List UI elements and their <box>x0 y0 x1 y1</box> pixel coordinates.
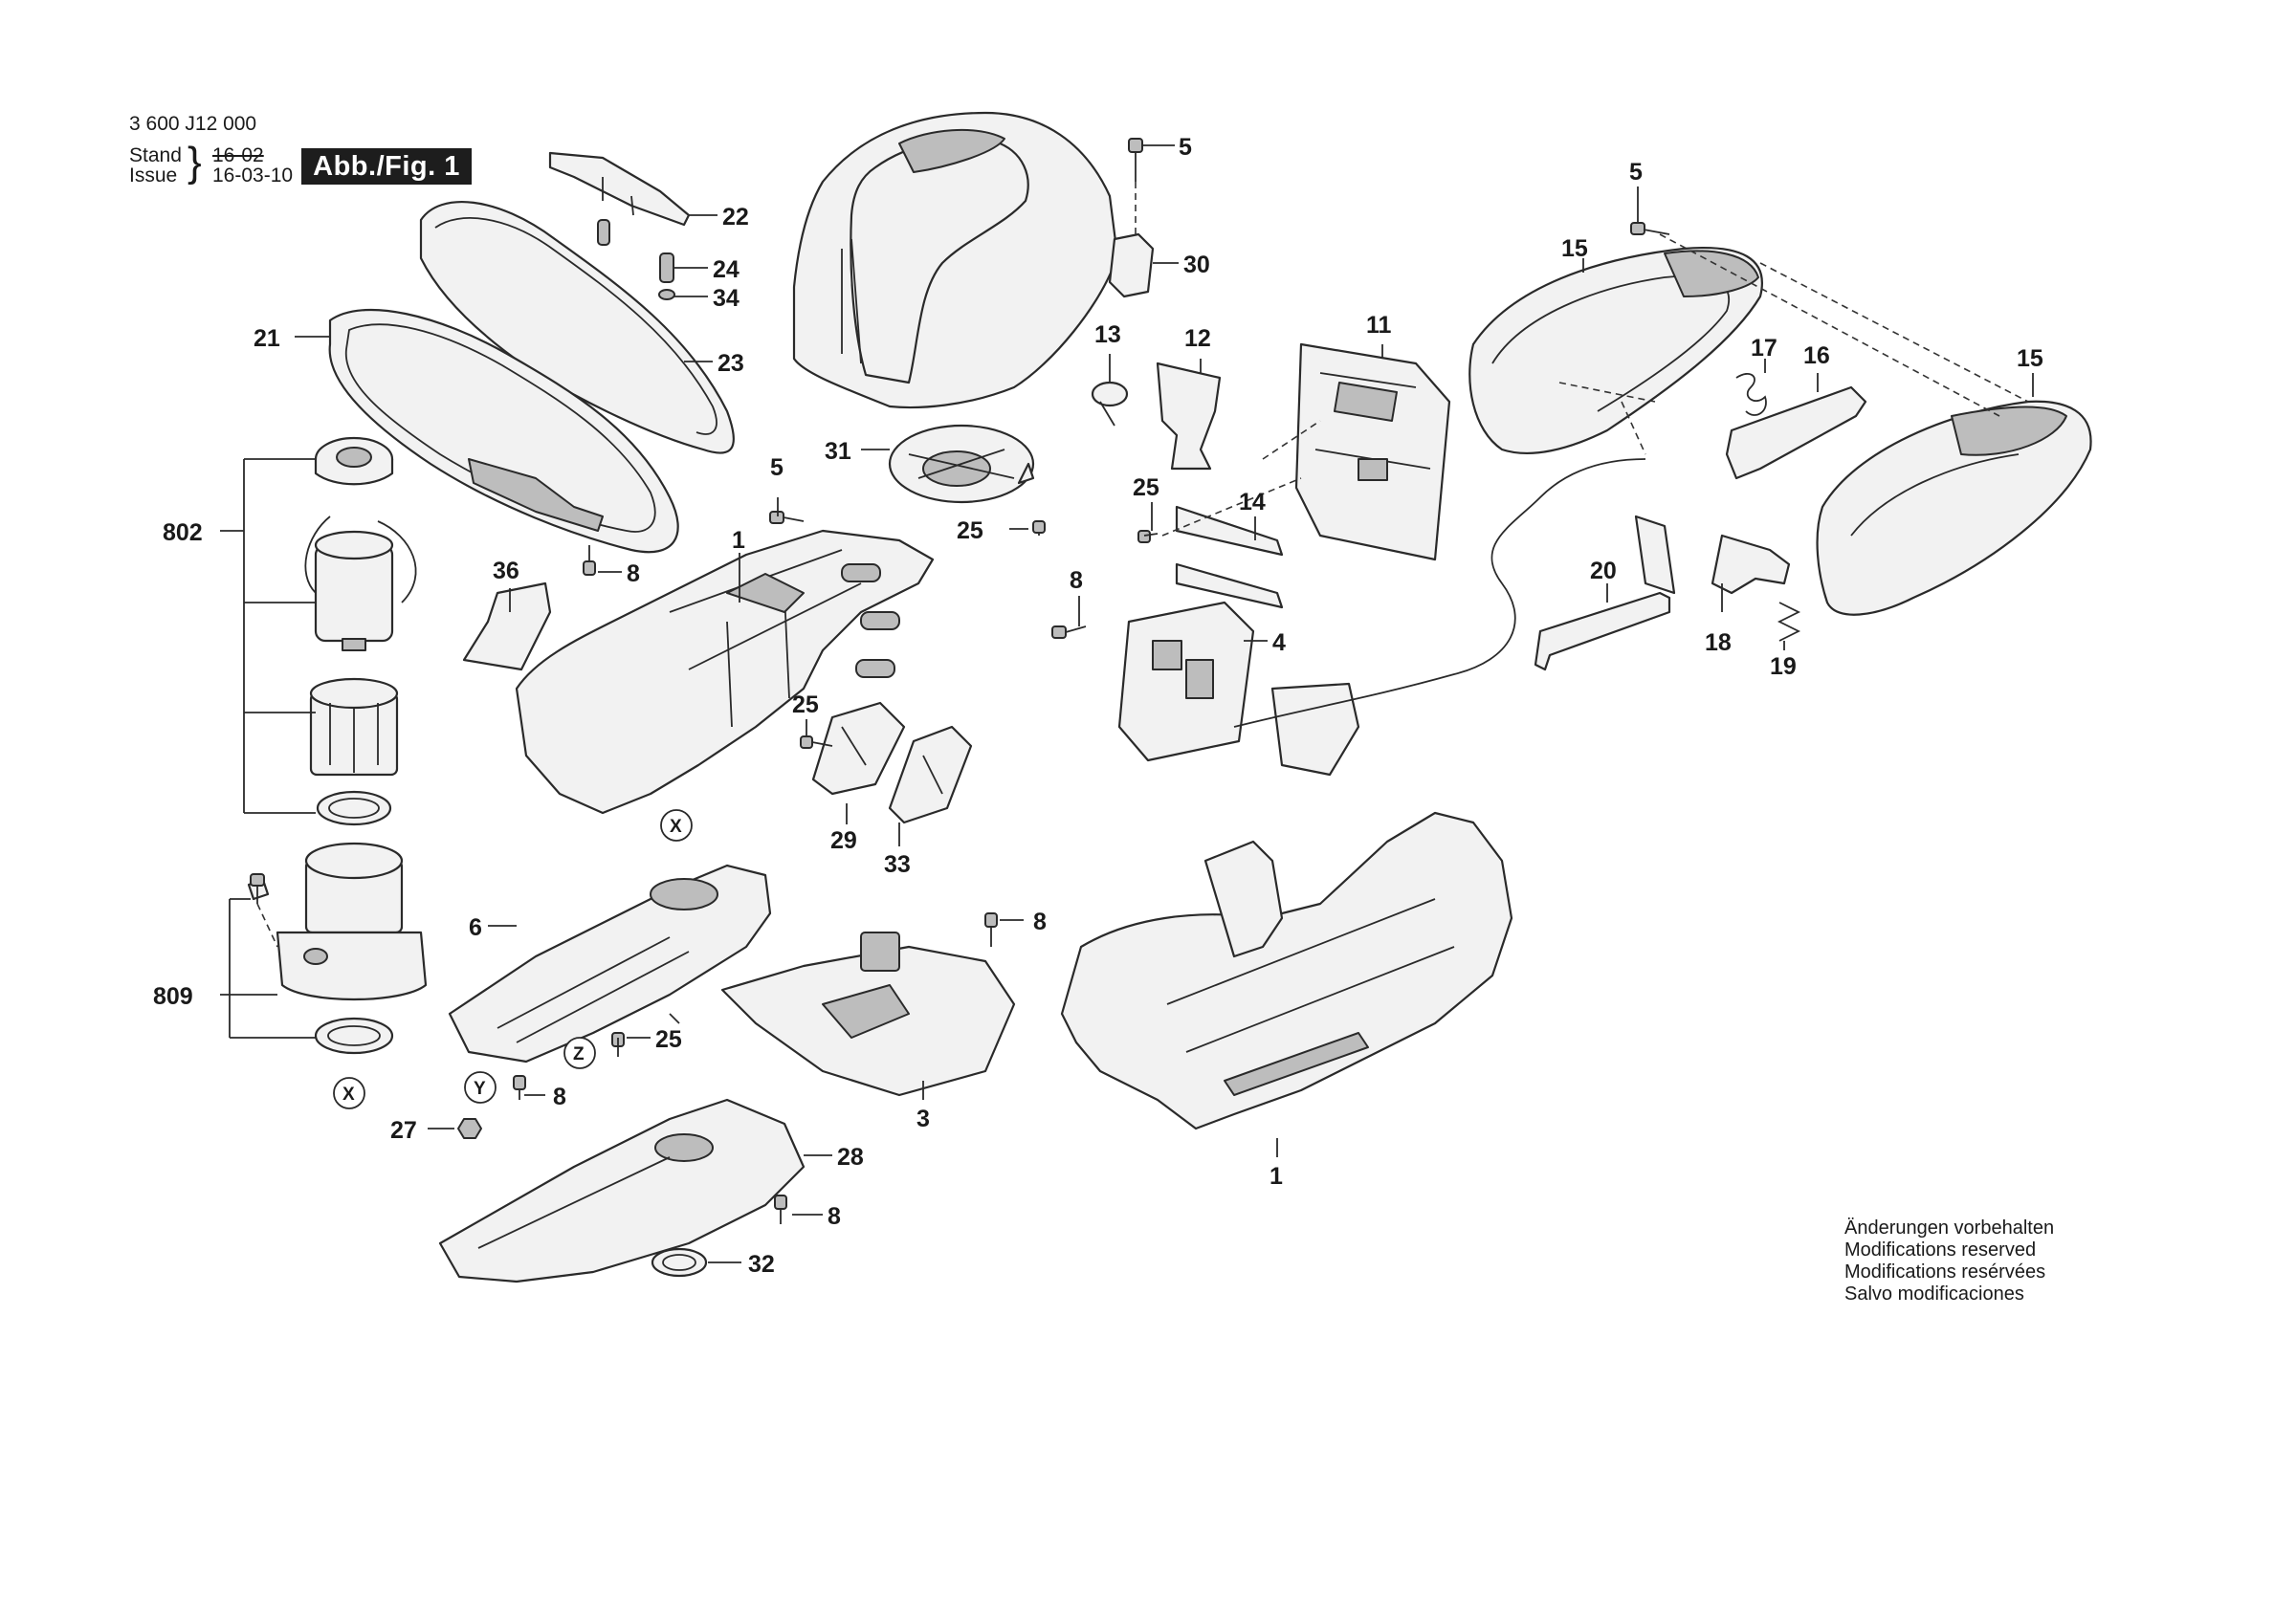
housing-half-part-1-lower <box>1060 811 1513 1130</box>
note-line: Änderungen vorbehalten <box>1844 1217 2055 1239</box>
part-number: 3 600 J12 000 <box>129 113 257 135</box>
blade-arm-part-6 <box>448 864 772 1064</box>
board-part-11 <box>1294 342 1451 561</box>
cable <box>1233 458 1646 728</box>
spring-part-19 <box>1777 602 1801 642</box>
callout-label-12: 12 <box>1184 325 1211 352</box>
front-handle-part-23 <box>419 201 735 454</box>
marker-z: Z <box>573 1044 585 1064</box>
callout-label-27: 27 <box>390 1117 417 1144</box>
callout-label-15: 15 <box>1561 235 1588 262</box>
callout-label-24: 24 <box>713 256 740 283</box>
callout-label-30: 30 <box>1183 252 1210 278</box>
callout-label-18: 18 <box>1705 629 1732 656</box>
issue-label: Issue <box>129 164 178 186</box>
callout-label-20: 20 <box>1590 558 1617 584</box>
trigger-part-16 <box>1725 385 1867 480</box>
callout-label-5: 5 <box>770 454 784 481</box>
rear-handle-part-15-right <box>1816 400 2092 616</box>
callout-label-1: 1 <box>1269 1163 1283 1190</box>
motor-assembly-part-802 <box>304 436 417 826</box>
callout-labels: 5 30 22 24 34 23 21 802 8 36 1 5 31 25 1… <box>153 134 2043 1278</box>
spring-part-17 <box>1735 373 1767 416</box>
callout-label-25: 25 <box>655 1026 682 1053</box>
callout-label-36: 36 <box>493 558 519 584</box>
front-handle-part-21 <box>328 308 679 554</box>
gearbox-part-809 <box>247 842 428 1055</box>
screw-parts <box>250 138 1670 1224</box>
callout-label-6: 6 <box>469 914 482 941</box>
guard-part-36 <box>462 581 552 671</box>
bracket-part-20 <box>1534 591 1671 671</box>
callout-label-5: 5 <box>1179 134 1192 161</box>
callout-label-33: 33 <box>884 851 911 878</box>
bracket-part-30 <box>1108 232 1155 298</box>
callout-label-1: 1 <box>732 527 745 554</box>
marker-y: Y <box>474 1079 486 1099</box>
callout-label-13: 13 <box>1094 321 1121 348</box>
rear-handle-part-15-left <box>1468 247 1763 455</box>
note-line: Modifications resérvées <box>1844 1261 2046 1283</box>
callout-label-11: 11 <box>1366 312 1392 339</box>
base-plate-part-28 <box>438 1098 806 1283</box>
switch-part-12 <box>1156 362 1222 471</box>
note-line: Modifications reserved <box>1844 1239 2037 1261</box>
callout-label-5: 5 <box>1629 159 1643 186</box>
leader-lines <box>220 144 2034 1263</box>
callout-label-4: 4 <box>1272 629 1286 656</box>
callout-label-22: 22 <box>722 204 749 230</box>
callout-label-19: 19 <box>1770 653 1797 680</box>
modification-notes: Änderungen vorbehalten Modifications res… <box>1844 1217 2054 1305</box>
callout-label-25: 25 <box>957 517 983 544</box>
callout-label-8: 8 <box>1033 909 1047 935</box>
callout-label-31: 31 <box>825 438 851 465</box>
note-line: Salvo modificaciones <box>1844 1283 2024 1305</box>
callout-label-8: 8 <box>553 1084 566 1110</box>
callout-label-21: 21 <box>254 325 280 352</box>
clamp-part-33 <box>888 725 973 824</box>
pcb-part-4 <box>1117 601 1360 777</box>
switch-housing-part-3 <box>720 932 1016 1097</box>
callout-label-29: 29 <box>830 827 857 854</box>
figure-label: Abb./Fig. 1 <box>301 148 472 185</box>
washer-part-32 <box>651 1247 708 1278</box>
callout-label-25: 25 <box>792 691 819 718</box>
top-cover-part <box>792 111 1119 409</box>
reference-markers: X X Y Z <box>333 809 693 1109</box>
clip-part-13 <box>1091 381 1129 427</box>
callout-label-34: 34 <box>713 285 740 312</box>
issue-value: 16-03-10 <box>212 164 294 186</box>
callout-label-802: 802 <box>163 519 203 546</box>
clamp-part-29 <box>811 701 906 796</box>
contact-part-14 <box>1175 505 1284 609</box>
marker-x-bottom: X <box>342 1085 355 1105</box>
callout-label-28: 28 <box>837 1144 864 1171</box>
callout-label-8: 8 <box>1070 567 1083 594</box>
stand-label: Stand <box>129 144 182 166</box>
switch-bar-part-22 <box>548 151 691 300</box>
callout-label-32: 32 <box>748 1251 775 1278</box>
callout-label-8: 8 <box>828 1203 841 1230</box>
lever-part-18 <box>1711 534 1791 595</box>
callout-label-14: 14 <box>1239 489 1266 515</box>
nut-part-27 <box>457 1118 482 1139</box>
fan-part-31 <box>888 424 1035 504</box>
housing-half-part-1-upper <box>515 529 935 815</box>
callout-label-15: 15 <box>2017 345 2043 372</box>
stand-value: 16-02 <box>212 144 264 166</box>
callout-label-17: 17 <box>1751 335 1777 362</box>
callout-label-809: 809 <box>153 983 193 1010</box>
callout-label-23: 23 <box>718 350 744 377</box>
callout-label-3: 3 <box>916 1106 930 1132</box>
callout-label-25: 25 <box>1133 474 1159 501</box>
callout-label-16: 16 <box>1803 342 1830 369</box>
assembly-lines <box>256 182 2029 948</box>
brace-icon: } <box>188 139 202 186</box>
callout-label-8: 8 <box>627 560 640 587</box>
marker-x-top: X <box>670 817 682 837</box>
